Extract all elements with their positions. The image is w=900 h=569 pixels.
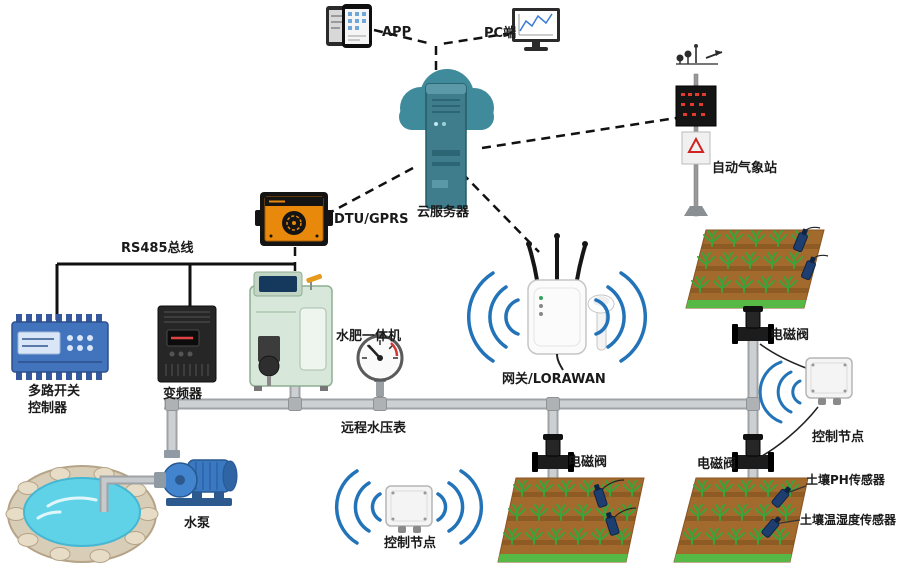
multi-switch-controller-device [11,314,109,380]
label-multi-switch-line2: 控制器 [28,400,68,416]
rs485-bus-line [55,262,295,320]
crop-field-bottom-middle [497,477,645,563]
dtu-device [255,192,333,246]
valve-control-cable [759,343,819,457]
label-weather-station: 自动气象站 [712,160,777,176]
gateway-device [526,233,588,371]
smartphone-icon [326,4,372,48]
label-soil-ph: 土壤PH传感器 [806,472,886,487]
label-gateway: 网关/LORAWAN [502,371,606,387]
dashed-network-links [293,28,690,284]
wifi-waves-gateway [466,271,648,363]
control-node-bottom [385,485,433,534]
pc-monitor-icon [512,8,560,51]
crop-field-bottom-right [673,477,809,563]
label-valve-bottom-middle: 电磁阀 [568,454,607,470]
label-pc: PC端 [484,25,516,41]
cloud-server-icon [399,69,494,209]
solenoid-valve-top-right [731,305,775,345]
label-control-node-right: 控制节点 [812,429,864,445]
label-cloud-server: 云服务器 [417,204,470,220]
label-multi-switch-line1: 多路开关 [28,383,80,399]
pipe-joints [165,397,760,411]
fertilizer-machine-device [249,271,333,391]
crop-field-top-right [685,226,829,309]
label-rs485: RS485总线 [121,240,194,256]
control-node-right [805,357,853,406]
label-soil-th: 土壤温湿度传感器 [800,512,897,527]
weather-station-device [675,44,723,217]
vfd-device [157,305,217,383]
label-valve-bottom-right: 电磁阀 [697,456,736,472]
label-valve-top-right: 电磁阀 [770,327,809,343]
wifi-waves-node-bottom [334,469,484,545]
label-app: APP [382,25,411,40]
label-control-node-bottom: 控制节点 [384,535,436,551]
pressure-gauge [356,331,404,396]
label-vfd: 变频器 [163,386,203,402]
water-pump-device [154,450,238,506]
diagram-labels: APP PC端 云服务器 DTU/GPRS RS485总线 多路开关 控制器 变… [28,25,897,551]
water-pool [5,465,159,563]
label-dtu: DTU/GPRS [334,212,409,227]
label-fert-machine: 水肥一体机 [336,328,401,344]
label-pressure-gauge: 远程水压表 [341,420,407,436]
wifi-waves-node-right [758,360,802,424]
label-pump: 水泵 [184,515,210,531]
